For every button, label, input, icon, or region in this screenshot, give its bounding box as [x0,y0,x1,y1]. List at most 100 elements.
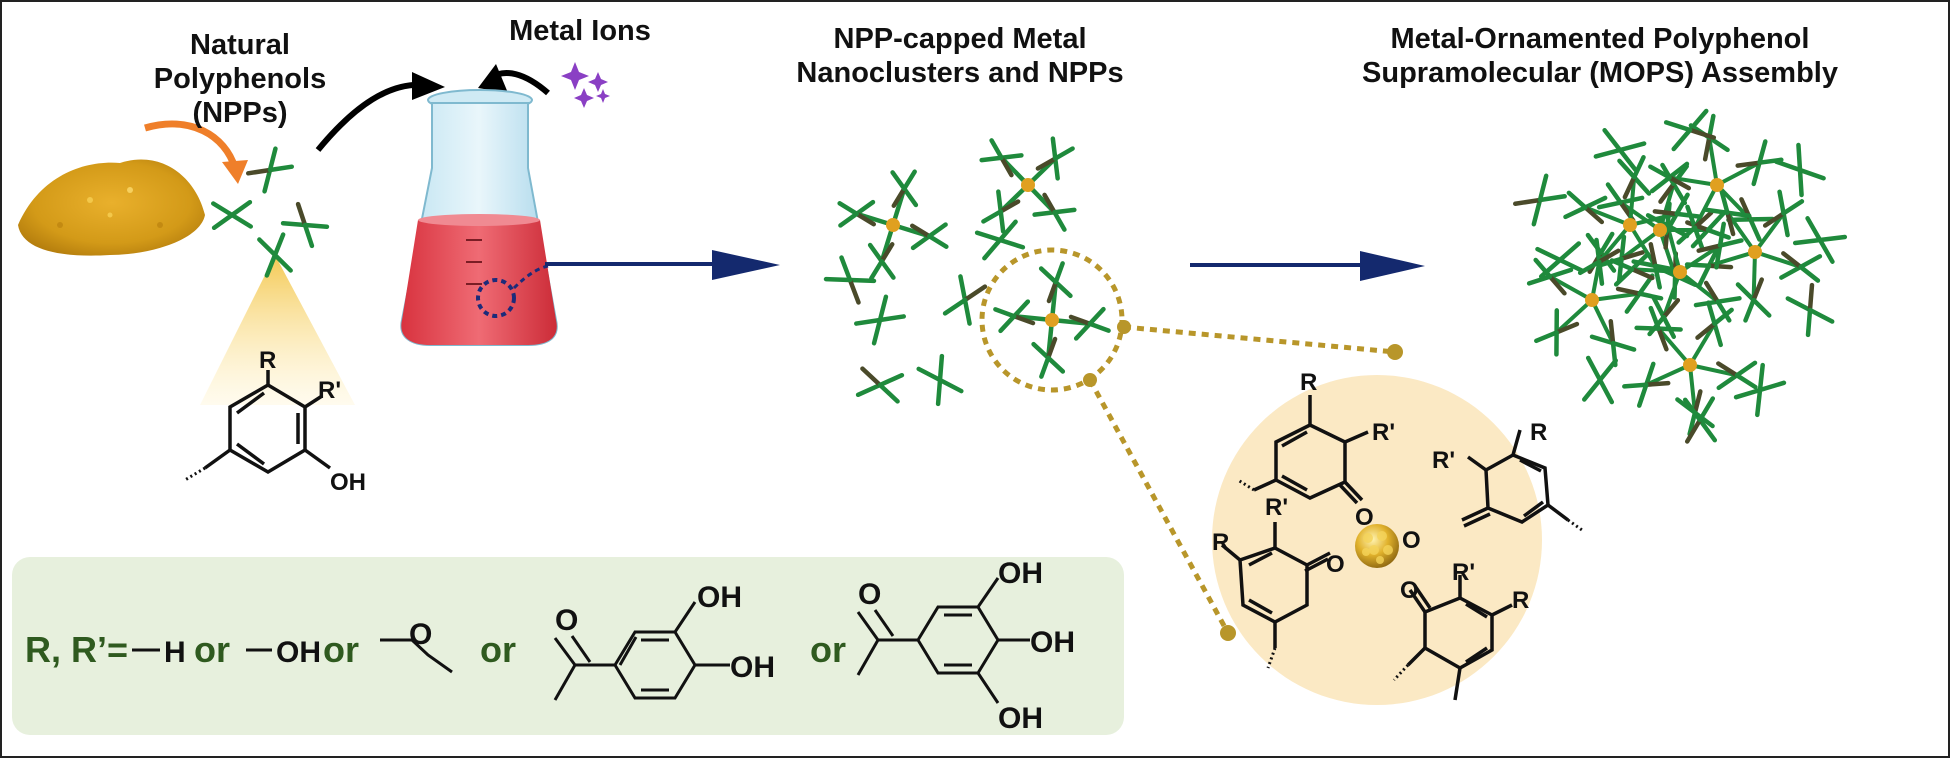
npp-branch [974,219,1026,261]
npp-branch [890,169,919,208]
zoom-label-rprime1: R' [1372,419,1395,446]
zoom-connector-top [1123,324,1396,355]
free-npp-molecules [210,146,330,278]
title-metal-ions: Metal Ions [509,15,651,47]
npp-branch [1038,261,1073,304]
metal-nanocluster-node [1585,293,1599,307]
npp-branch [1068,306,1111,341]
legend-h: H [164,636,186,669]
npp-branch [280,201,330,249]
npp-branch [1634,305,1683,352]
legend-methoxy-o: O [409,618,432,651]
npp-branch [1682,396,1718,444]
npp-branch [1695,300,1734,348]
npp-branch [1785,282,1835,338]
zoom-label-r1: R [1300,369,1317,396]
npp-branch [993,299,1036,334]
npp-branch [823,255,877,305]
legend-or-2: or [323,629,359,670]
title-mops-assembly: Metal-Ornamented Polyphenol Supramolecul… [1320,22,1880,90]
mops-assembly-network [1513,108,1848,444]
turmeric-powder-pile [18,159,205,256]
npp-branch [910,222,949,251]
title-capped-line1: NPP-capped Metal [833,23,1087,55]
title-natural-line2: Polyphenols (NPPs) [153,63,327,130]
legend-or-4: or [810,629,846,670]
npp-branch [1593,128,1647,172]
npp-branch [1792,216,1848,264]
npp-branch [1774,142,1826,198]
title-natural-line1: Natural [190,29,290,61]
npp-branch [1534,308,1580,357]
npp-branch [1526,257,1574,296]
zoom-label-rprime3: R' [1265,494,1288,521]
npp-branch [981,189,1021,234]
npp-branch [1652,192,1701,236]
orange-curved-arrow [144,120,248,184]
zoom-label-r2: R [1530,419,1547,446]
zoom-beam [200,255,355,405]
legend-or-3: or [480,629,516,670]
process-arrow-2 [1190,251,1425,281]
npp-branch [1762,189,1805,238]
metal-nanocluster-node [1683,358,1697,372]
npp-branch [257,232,293,278]
title-npp-capped: NPP-capped Metal Nanoclusters and NPPs [760,22,1160,90]
legend-ketone-o-2: O [858,578,881,611]
npp-branch [854,294,906,346]
legend-content: R, R’= H or OH or O or O OH OH or [25,557,1075,735]
npp-branch [1582,355,1618,405]
metal-nanocluster-node [1673,265,1687,279]
title-capped-line2: Nanoclusters and NPPs [796,57,1124,90]
npp-branch [1032,192,1077,232]
metal-nanocluster-node [886,218,900,232]
legend-oh-para-2: OH [1030,626,1075,659]
npp-branch [1779,251,1823,283]
reaction-flask [400,89,558,346]
legend-oh-meta-2: OH [998,557,1043,590]
zoom-label-rprime4: R' [1452,559,1475,586]
npp-branch [1513,173,1567,227]
npp-branch [867,242,896,281]
zoom-label-r3: R [1212,529,1229,556]
generic-polyphenol-structure: R R' OH [184,347,366,496]
zoom-label-rprime2: R' [1432,447,1455,474]
npp-branch [1031,336,1066,379]
black-arrow-to-flask [315,64,550,152]
label-r: R [259,347,276,374]
npp-branch [1617,155,1652,200]
npp-branch [1663,108,1717,152]
npp-branch [1703,189,1752,237]
zoom-connector-bottom [1087,378,1231,635]
process-arrow-1 [545,250,780,280]
zoom-label-o4: O [1400,577,1419,604]
npp-branch [1733,362,1787,418]
metal-ion-sparkles-icon [561,62,610,108]
npp-branch [979,138,1024,178]
npp-branch [1631,242,1680,290]
npp-branch [1577,237,1621,286]
npp-branch [1716,360,1758,391]
npp-branch [916,353,964,407]
metal-nanocluster-node [1021,178,1035,192]
npp-branch [1696,221,1744,270]
npp-branch [1648,161,1692,194]
legend-or-1: or [194,629,230,670]
legend-oh-para-1: OH [730,651,775,684]
metal-nanocluster-node [1045,313,1059,327]
zoom-detail-circle: R R' R' R O O R' R O R' O R [1212,369,1583,705]
npp-branch [942,274,988,326]
npp-branch [1563,190,1608,225]
npp-branch [1035,136,1075,181]
title-mops-line1: Metal-Ornamented Polyphenol [1390,23,1810,55]
substituent-legend-panel [12,557,1124,735]
legend-oh-meta-3: OH [998,702,1043,735]
npp-branch [1735,277,1772,323]
label-r-prime: R' [318,377,341,404]
npp-branch [855,366,905,404]
zoom-label-o2: O [1402,527,1421,554]
metal-nanocluster-node [1748,245,1762,259]
legend-oh: OH [276,636,321,669]
metal-nanocluster-node [1623,218,1637,232]
